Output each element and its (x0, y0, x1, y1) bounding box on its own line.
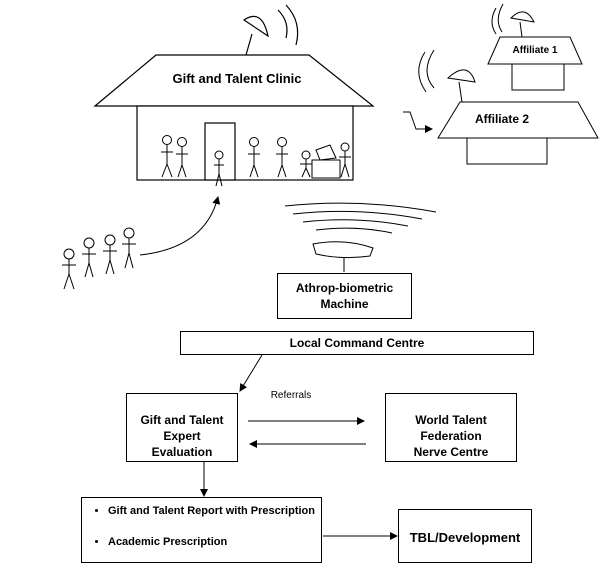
queue-to-clinic-arrow (139, 196, 221, 256)
sensor-dish-icon (312, 241, 374, 272)
report-list: Gift and Talent Report with Prescription… (86, 504, 315, 566)
anthropometric-machine-box: Athrop-biometric Machine (277, 273, 412, 319)
tbl-label: TBL/Development (409, 530, 521, 545)
clinic-title: Gift and Talent Clinic (172, 71, 302, 86)
command-to-evaluation-arrow (239, 354, 263, 392)
local-command-centre-box: Local Command Centre (180, 331, 534, 355)
world-talent-federation-box: World Talent Federation Nerve Centre (385, 393, 517, 462)
evaluation-label: Gift and Talent Expert Evaluation (140, 413, 224, 459)
tbl-development-box: TBL/Development (398, 509, 532, 563)
affiliate-2-label: Affiliate 2 (474, 112, 529, 126)
satellite-dish-icon (491, 3, 535, 38)
referrals-label: Referrals (270, 390, 312, 401)
affiliate-1-label: Affiliate 1 (512, 45, 558, 56)
people-in-clinic-icon (161, 135, 351, 187)
clinic-to-affiliate-arrow (403, 111, 433, 133)
satellite-dish-icon (242, 4, 299, 56)
report-item-gift-and-talent: Gift and Talent Report with Prescription (108, 504, 315, 518)
affiliate-2-building (437, 101, 599, 165)
report-box: Gift and Talent Report with Prescription… (81, 497, 322, 563)
computer-machine-icon (311, 144, 341, 179)
signal-waves-icon (284, 202, 437, 234)
machine-label: Athrop-biometric Machine (295, 281, 394, 311)
report-item-academic-prescription: Academic Prescription (108, 535, 315, 549)
expert-evaluation-box: Gift and Talent Expert Evaluation (126, 393, 238, 462)
satellite-dish-icon (418, 49, 476, 103)
federation-label: World Talent Federation Nerve Centre (413, 413, 489, 459)
people-queue-icon (62, 227, 136, 290)
command-label: Local Command Centre (289, 336, 425, 350)
affiliate-1-building (487, 36, 583, 91)
